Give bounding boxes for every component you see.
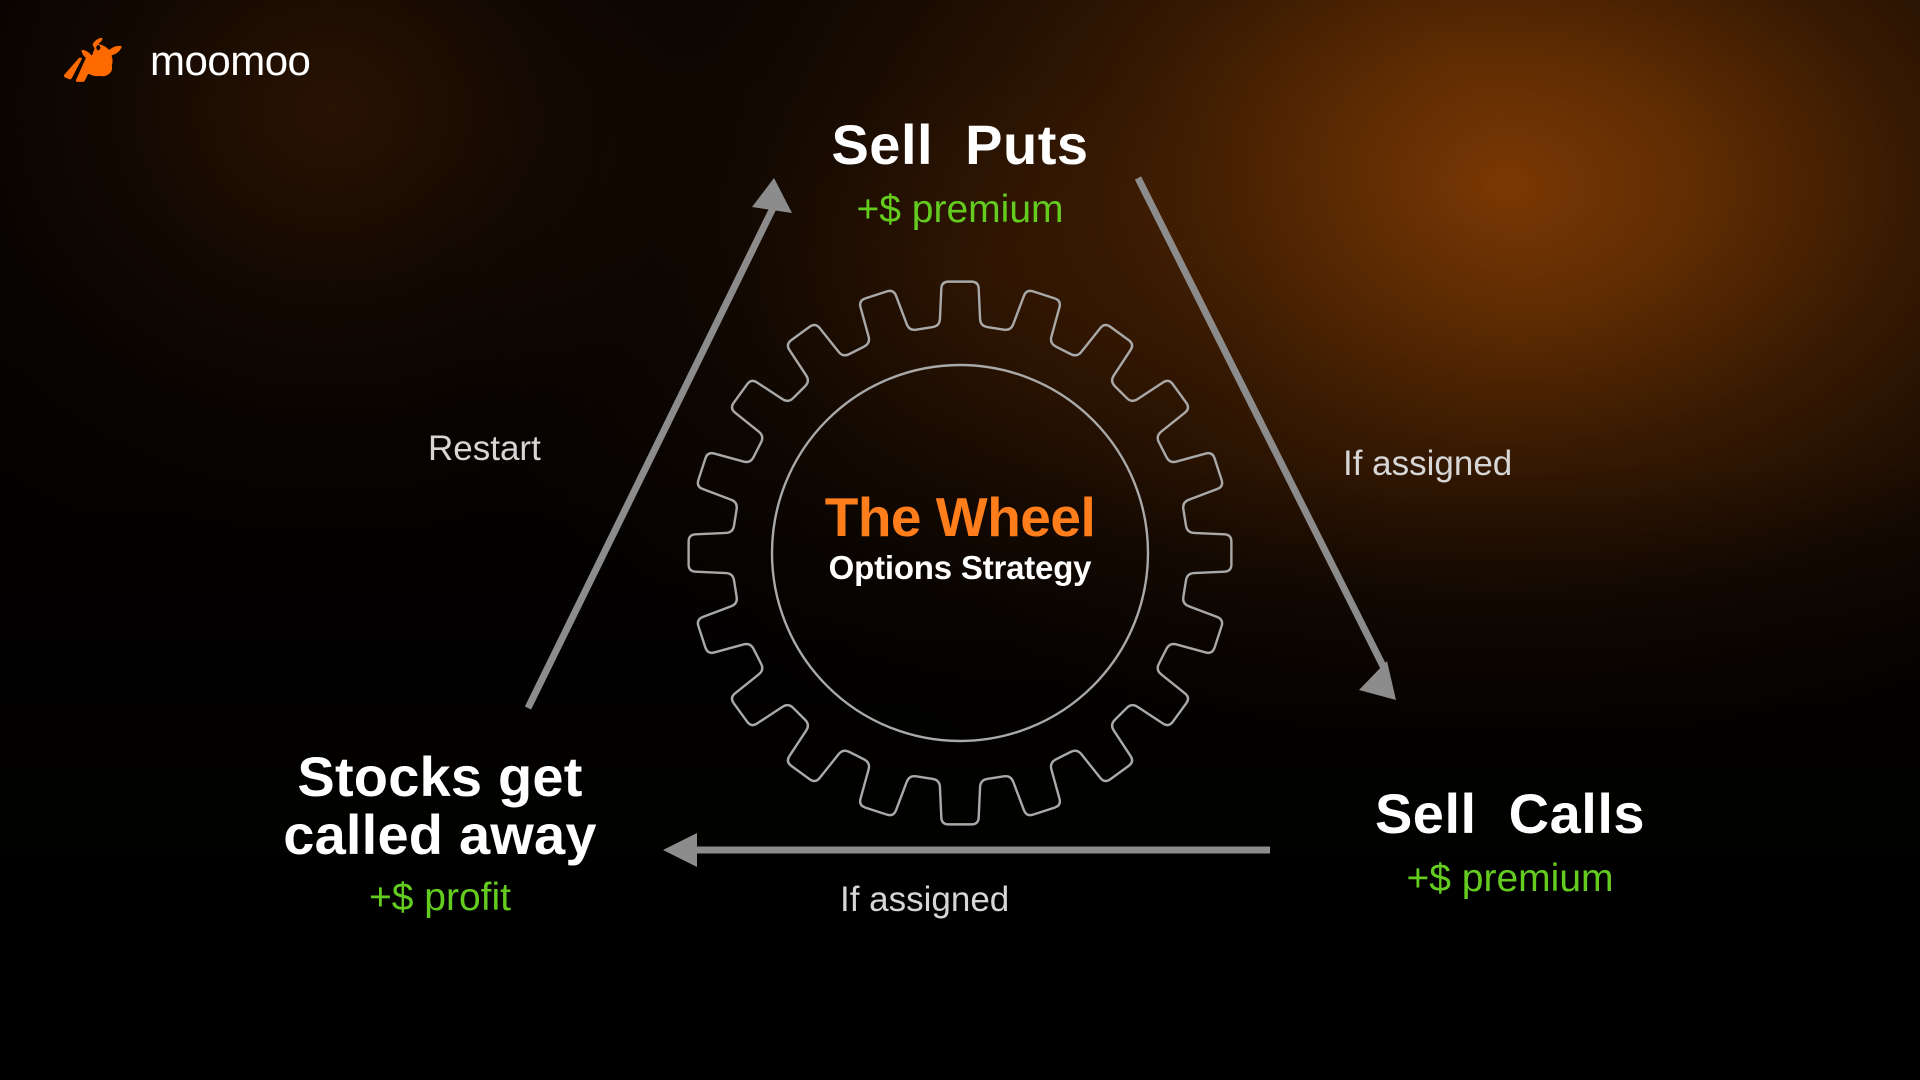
brand-logo[interactable]: moomoo	[62, 33, 311, 89]
node-sell-puts-subtitle: +$ premium	[856, 188, 1064, 232]
gear-teeth-path	[687, 280, 1233, 826]
edge-label-restart: Restart	[428, 429, 541, 468]
node-stocks-called-away-subtitle: +$ profit	[368, 876, 511, 920]
arrow-if-assigned-bottom	[663, 833, 1270, 867]
node-sell-calls-title: Sell Calls	[1374, 782, 1646, 845]
moomoo-bull-icon	[63, 37, 122, 82]
edge-label-if-assigned-bottom: If assigned	[840, 880, 1010, 919]
node-sell-puts-title: Sell Puts	[831, 113, 1089, 176]
node-sell-calls: Sell Calls +$ premium	[1200, 782, 1820, 901]
arrow-if-assigned-right	[1134, 176, 1396, 700]
gear-graphic	[660, 253, 1260, 853]
node-sell-puts: Sell Puts +$ premium	[0, 113, 1920, 232]
node-sell-calls-subtitle: +$ premium	[1406, 857, 1614, 901]
brand-wordmark: moomoo	[150, 37, 311, 84]
gear-outline-icon	[687, 280, 1233, 826]
edge-label-if-assigned-right: If assigned	[1343, 444, 1513, 483]
arrow-restart	[524, 178, 792, 710]
gear-inner-circle	[770, 363, 1150, 743]
